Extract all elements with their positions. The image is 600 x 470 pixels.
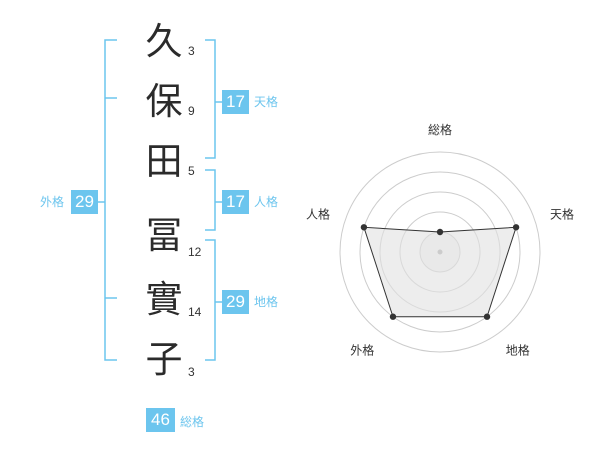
name-char-3: 田: [145, 140, 183, 183]
stroke-count-5: 14: [188, 305, 202, 319]
soukaku-badge: 46: [146, 408, 175, 432]
radar-point-3: [483, 313, 491, 320]
chikaku-label: 地格: [254, 295, 279, 309]
radar-axis-label-1: 総格: [428, 122, 452, 137]
name-char-5: 實: [145, 278, 183, 321]
name-char-4: 冨: [145, 214, 183, 257]
stroke-count-3: 5: [188, 164, 195, 178]
tenkaku-label: 天格: [254, 95, 279, 109]
jinkaku-label: 人格: [254, 195, 279, 209]
radar-point-5: [360, 224, 368, 231]
stroke-count-4: 12: [188, 245, 202, 259]
radar-point-4: [389, 313, 397, 320]
jinkaku-bracket: [205, 169, 216, 231]
stroke-count-2: 9: [188, 104, 195, 118]
radar-axis-label-2: 天格: [550, 206, 574, 221]
tenkaku-bracket: [205, 39, 216, 159]
radar-axis-label-3: 地格: [506, 343, 530, 358]
radar-point-1: [436, 228, 444, 236]
radar-polygon: [363, 226, 517, 318]
chikaku-bracket: [205, 239, 216, 361]
stroke-count-6: 3: [188, 365, 195, 379]
chikaku-badge: 29: [222, 290, 249, 314]
gaikaku-badge: 29: [71, 190, 98, 214]
soukaku-label: 総格: [180, 415, 205, 429]
tenkaku-badge: 17: [222, 90, 249, 114]
radar-point-2: [512, 224, 520, 231]
radar-center-dot: [437, 249, 443, 255]
radar-ring-5: [339, 151, 541, 353]
gaikaku-label: 外格: [40, 195, 65, 209]
jinkaku-badge: 17: [222, 190, 249, 214]
name-char-6: 子: [145, 338, 183, 381]
gaikaku-bracket: [104, 39, 117, 361]
radar-axis-label-5: 人格: [306, 206, 330, 221]
stroke-count-1: 3: [188, 44, 195, 58]
name-char-1: 久: [145, 20, 183, 63]
name-char-2: 保: [145, 80, 183, 123]
radar-ring-4: [359, 171, 521, 333]
radar-axis-label-4: 外格: [350, 343, 374, 358]
